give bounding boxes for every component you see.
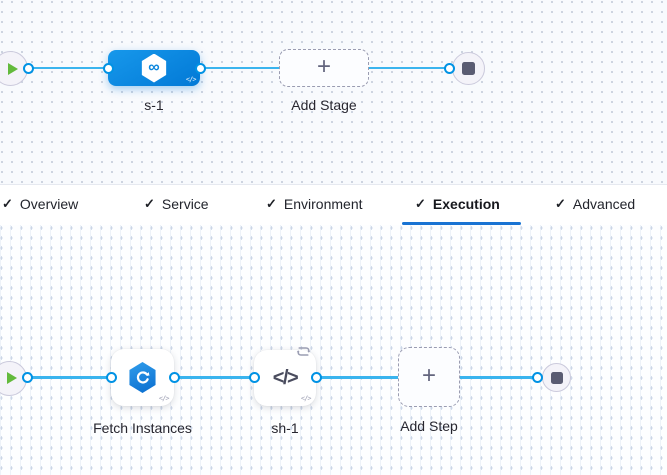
- active-tab-underline: [402, 222, 521, 225]
- add-step-button[interactable]: +: [398, 347, 460, 407]
- infinity-glyph: ∞: [148, 59, 160, 76]
- add-stage-label: Add Stage: [291, 97, 357, 113]
- fetch-instances-icon: [129, 362, 156, 393]
- connector-port[interactable]: [22, 62, 34, 74]
- execution-canvas[interactable]: </> Fetch Instances </> </> sh-1 + Add S…: [0, 225, 667, 475]
- tab-label: Execution: [432, 196, 500, 212]
- stage-node[interactable]: ∞ </>: [108, 50, 200, 86]
- connector-port[interactable]: [102, 62, 114, 74]
- tab-label: Overview: [19, 196, 79, 212]
- connector-port[interactable]: [21, 372, 33, 383]
- execution-start-node: [0, 360, 27, 396]
- connector-line: [28, 66, 449, 70]
- stage-config-tabs: ✓ Overview ✓ Service ✓ Environment ✓ Exe…: [0, 184, 667, 225]
- play-icon: [7, 62, 18, 75]
- check-icon: ✓: [2, 196, 13, 211]
- tab-overview[interactable]: ✓ Overview: [2, 186, 78, 222]
- execution-end-node: [542, 363, 571, 392]
- connector-port[interactable]: [168, 372, 180, 383]
- add-step-label: Add Step: [400, 418, 458, 434]
- deploy-stage-icon: ∞: [141, 53, 167, 83]
- add-stage-button[interactable]: +: [279, 49, 369, 87]
- step-node-fetch-instances[interactable]: </>: [111, 349, 174, 406]
- connector-port[interactable]: [310, 372, 322, 383]
- tab-label: Environment: [283, 196, 363, 212]
- tab-label: Advanced: [572, 196, 636, 212]
- step-label: Fetch Instances: [93, 420, 192, 436]
- check-icon: ✓: [555, 196, 566, 211]
- step-node-sh-1[interactable]: </> </>: [254, 350, 316, 406]
- stage-canvas[interactable]: ∞ </> s-1 + Add Stage: [0, 0, 667, 184]
- plus-icon: +: [421, 362, 436, 389]
- check-icon: ✓: [266, 196, 277, 211]
- code-badge-icon: </>: [158, 394, 169, 403]
- code-badge-icon: </>: [300, 394, 311, 403]
- tab-label: Service: [161, 196, 209, 212]
- tab-service[interactable]: ✓ Service: [144, 186, 209, 222]
- pipeline-end-node: [452, 52, 485, 85]
- check-icon: ✓: [144, 196, 155, 211]
- stop-icon: [550, 371, 563, 384]
- code-badge-icon: </>: [185, 75, 196, 84]
- tab-environment[interactable]: ✓ Environment: [266, 186, 363, 222]
- step-label: sh-1: [271, 420, 299, 436]
- connector-port[interactable]: [531, 372, 543, 383]
- check-icon: ✓: [415, 196, 426, 211]
- loop-strategy-icon: [296, 347, 311, 356]
- connector-port[interactable]: [105, 372, 117, 383]
- connector-port[interactable]: [248, 372, 260, 383]
- tab-execution[interactable]: ✓ Execution: [415, 186, 500, 222]
- stage-label: s-1: [144, 97, 164, 113]
- refresh-arrow-icon: [136, 370, 149, 384]
- play-icon: [6, 372, 17, 384]
- connector-port[interactable]: [443, 62, 455, 74]
- stop-icon: [462, 62, 475, 75]
- tab-advanced[interactable]: ✓ Advanced: [555, 186, 635, 222]
- plus-icon: +: [316, 53, 331, 80]
- connector-port[interactable]: [194, 62, 206, 74]
- shell-script-icon: </>: [272, 366, 299, 389]
